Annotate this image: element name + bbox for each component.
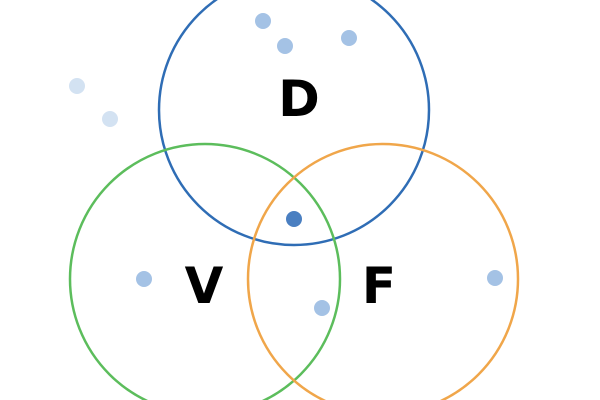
- label-v: V: [185, 257, 224, 315]
- label-d: D: [278, 70, 320, 128]
- point-f-only: [487, 270, 503, 286]
- point-v-only: [136, 271, 152, 287]
- circle-v: [68, 142, 342, 400]
- point-d-only: [277, 38, 293, 54]
- point-d-only: [341, 30, 357, 46]
- point-d-only: [255, 13, 271, 29]
- label-f: F: [362, 257, 396, 315]
- point-d-v-f: [286, 211, 302, 227]
- point-outside: [102, 111, 118, 127]
- point-outside: [69, 78, 85, 94]
- circle-d: [157, 0, 431, 247]
- point-v-f: [314, 300, 330, 316]
- circle-f: [246, 142, 520, 400]
